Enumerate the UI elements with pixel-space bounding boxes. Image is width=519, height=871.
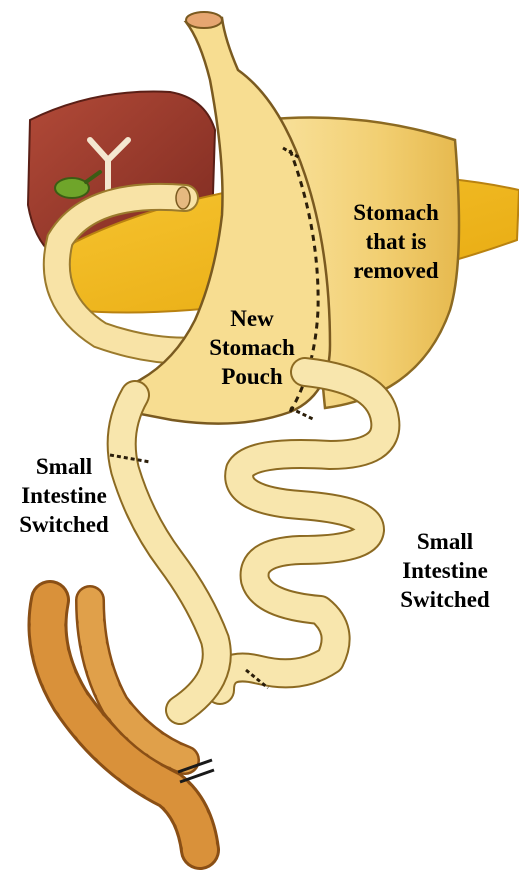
esophagus-opening [186,12,222,28]
label-line: Intestine [383,556,507,585]
label-small-intestine-right: Small Intestine Switched [383,527,507,614]
label-line: Switched [383,585,507,614]
gallbladder [55,178,89,198]
label-line: Small [383,527,507,556]
label-stomach-removed: Stomach that is removed [336,198,456,285]
label-small-intestine-left: Small Intestine Switched [0,452,128,539]
label-line: that is [336,227,456,256]
label-line: Intestine [0,481,128,510]
label-line: Pouch [192,362,312,391]
label-line: Stomach [336,198,456,227]
label-line: Stomach [192,333,312,362]
duodenal-stump [176,187,190,209]
label-line: Switched [0,510,128,539]
label-line: removed [336,256,456,285]
label-line: New [192,304,312,333]
label-new-stomach-pouch: New Stomach Pouch [192,304,312,391]
label-line: Small [0,452,128,481]
